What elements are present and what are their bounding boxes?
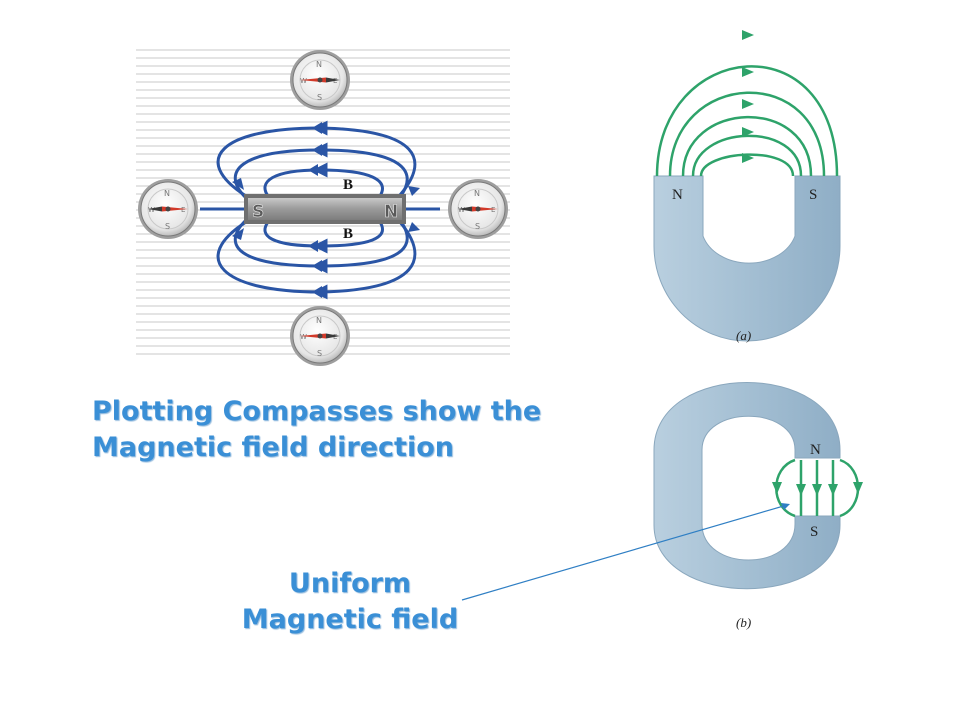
compass-left-east: E	[181, 206, 185, 214]
horseshoe-magnet-a: N S (a)	[653, 30, 841, 343]
horseshoe-a-field-lines	[655, 65, 839, 177]
compass-left: N S E W	[137, 178, 199, 240]
field-arrows	[232, 122, 420, 298]
horseshoe-a-south-label: S	[809, 187, 817, 203]
field-label-b-top: B	[343, 177, 353, 193]
compass-bottom-east: E	[333, 333, 337, 341]
compass-caption-line-1: Plotting Compasses show the	[92, 396, 542, 427]
compass-needle	[300, 77, 340, 83]
compass-top-west: W	[300, 77, 307, 85]
field-loop-top-inner	[263, 162, 384, 197]
compass-top-east: E	[333, 77, 337, 85]
callout-pointer-arrow	[781, 503, 790, 510]
horseshoe-magnet-b: N S (b)	[653, 382, 863, 630]
horseshoe-a-north-label: N	[672, 187, 683, 203]
horseshoe-a-caption: (a)	[736, 328, 751, 343]
compass-right-west: W	[458, 206, 465, 214]
horseshoe-b-body	[653, 382, 841, 590]
compass-left-north: N	[164, 189, 170, 198]
compass-top: N S E W	[289, 49, 351, 111]
compass-left-west: W	[148, 206, 155, 214]
compass-right: N S E W	[447, 178, 509, 240]
horseshoe-b-south-label: S	[810, 524, 818, 540]
callout-pointer-line	[461, 504, 788, 601]
horseshoe-a-arrows	[742, 30, 754, 163]
compass-bottom-south: S	[317, 349, 322, 358]
compass-bottom-west: W	[300, 333, 307, 341]
horseshoe-b-arrows	[772, 482, 863, 496]
compass-needle	[458, 206, 498, 212]
horseshoe-b-north-label: N	[810, 442, 821, 458]
compass-needle	[148, 206, 188, 212]
compass-left-south: S	[165, 222, 170, 231]
bar-north-label: N	[384, 202, 398, 222]
compass-right-south: S	[475, 222, 480, 231]
uniform-field-callout-line-2: Magnetic field	[241, 604, 459, 635]
compass-needle	[300, 333, 340, 339]
horseshoe-a-body	[653, 175, 841, 342]
compass-bottom-north: N	[316, 316, 322, 325]
compass-top-north: N	[316, 60, 322, 69]
compass-caption-line-2: Magnetic field direction	[92, 432, 454, 463]
field-label-b-bottom: B	[343, 226, 353, 242]
bar-south-label: S	[252, 202, 264, 222]
bar-magnet: S N	[244, 194, 406, 224]
uniform-field-callout-line-1: Uniform	[288, 568, 412, 599]
horseshoe-b-caption: (b)	[736, 615, 751, 630]
compass-bottom: N S E W	[289, 305, 351, 367]
field-loop-bottom-inner	[263, 221, 384, 254]
bar-magnet-panel: S N B B N S E W N S E W N S E W	[136, 49, 510, 367]
compass-caption: Plotting Compasses show the Magnetic fie…	[92, 394, 612, 466]
compass-top-south: S	[317, 93, 322, 102]
compass-right-east: E	[491, 206, 495, 214]
compass-right-north: N	[474, 189, 480, 198]
uniform-field-callout: Uniform Magnetic field	[200, 566, 500, 638]
